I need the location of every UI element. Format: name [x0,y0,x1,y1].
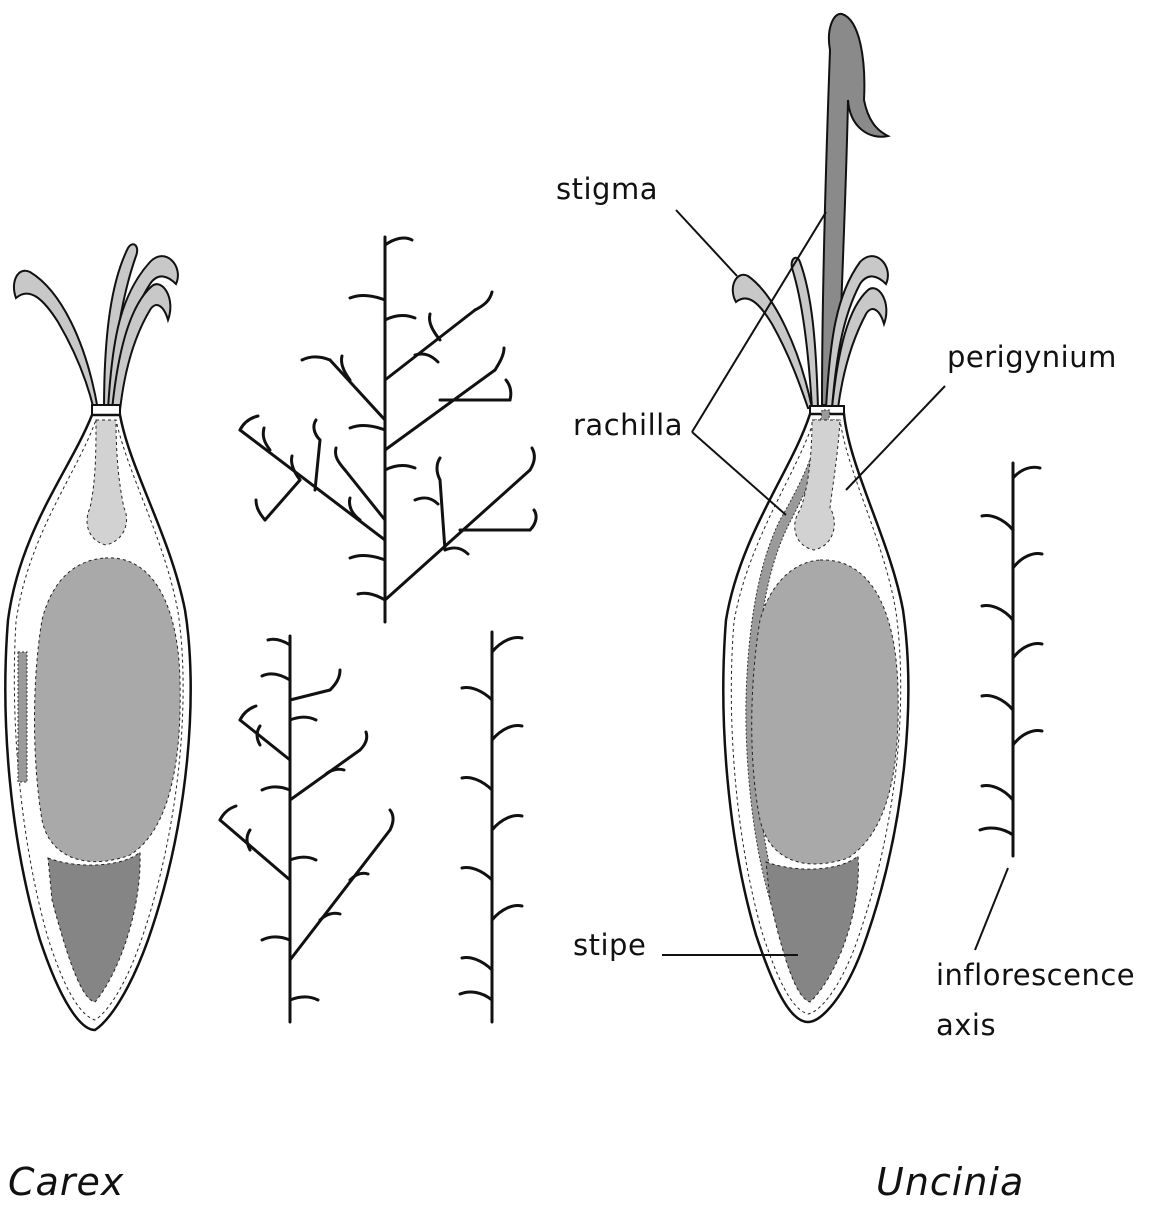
carex-rachilla-stub [18,652,27,782]
label-stipe: stipe [573,928,646,963]
leader-inflorescence [975,868,1008,950]
uncinia-perigynium [723,14,908,1022]
label-inflorescence-line1: inflorescence [936,958,1135,993]
uncinia-inflorescence-axis [980,463,1042,856]
uncinia-stigmas [733,256,888,408]
carex-achene [35,558,181,862]
leader-perigynium [846,386,945,490]
carex-beak [92,405,120,415]
label-rachilla: rachilla [573,408,683,443]
label-stigma: stigma [556,172,658,207]
label-perigynium: perigynium [947,340,1117,375]
leader-rachilla-lower [692,432,786,515]
genus-label-carex: Carex [8,1160,124,1204]
carex-perigynium [5,244,190,1030]
label-inflorescence-line2: axis [936,1008,996,1043]
leader-stigma [676,210,737,276]
carex-inflorescence-branched-2 [220,636,393,1022]
carex-inflorescence-branched-1 [240,237,536,622]
carex-stigmas [14,244,178,410]
uncinia-achene [752,560,898,864]
carex-inflorescence-simple [460,632,522,1022]
genus-label-uncinia: Uncinia [876,1160,1024,1204]
